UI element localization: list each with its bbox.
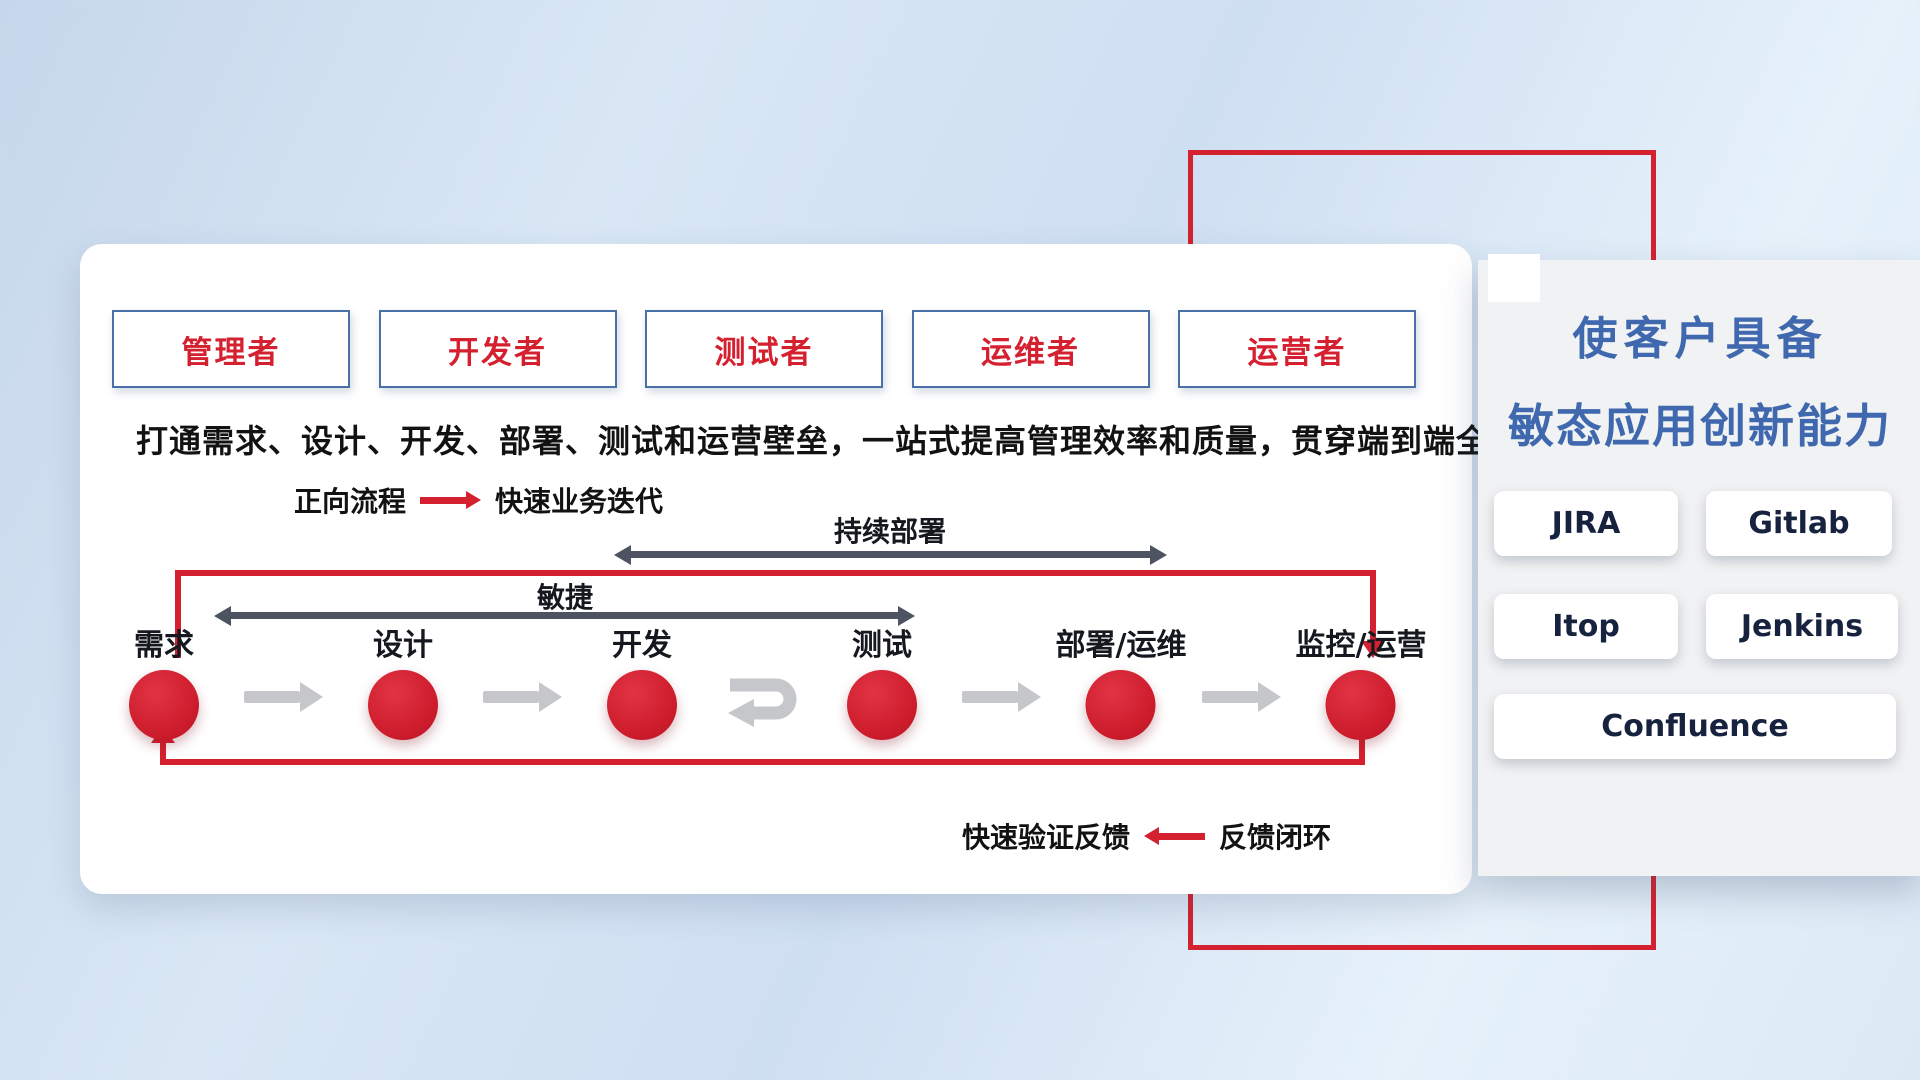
stage-label: 监控/运营: [1295, 628, 1427, 663]
loop-left-drop-line: [175, 570, 181, 658]
flow-stage-monitor-operate: 监控/运营: [1295, 620, 1427, 740]
flow-arrow-icon: [962, 691, 1018, 703]
role-box-tester: 测试者: [645, 310, 883, 388]
flow-stage-deploy-ops: 部署/运维: [1055, 620, 1187, 740]
process-subtitle: 打通需求、设计、开发、部署、测试和运营壁垒，一站式提高管理效率和质量，贯穿端到端…: [136, 422, 1556, 460]
iteration-loop-icon: [728, 678, 797, 727]
tool-jira: JIRA: [1494, 491, 1678, 556]
forward-arrow-icon: [420, 496, 467, 504]
panel-title-line1: 使客户具备: [1572, 312, 1828, 365]
flow-arrow-icon: [483, 691, 539, 703]
tool-gitlab: Gitlab: [1706, 491, 1892, 556]
stage-label: 设计: [373, 628, 433, 663]
flow-stage-requirement: 需求: [129, 620, 199, 740]
devops-process-card: 管理者 开发者 测试者 运维者 运营者 打通需求、设计、开发、部署、测试和运营壁…: [80, 244, 1554, 894]
flow-arrow-icon: [244, 691, 300, 703]
tool-itop: Itop: [1494, 594, 1678, 659]
feedback-arrow-icon: [1159, 832, 1206, 840]
tool-jenkins: Jenkins: [1706, 594, 1898, 659]
tool-confluence: Confluence: [1494, 694, 1896, 759]
loop-right-drop-line: [1370, 570, 1376, 643]
cd-span-label: 持续部署: [833, 515, 947, 548]
stage-circle: [1086, 670, 1156, 740]
legend-forward: 正向流程 快速业务迭代: [294, 480, 663, 520]
flow-arrow-icon: [1202, 691, 1258, 703]
stage-circle: [1326, 670, 1396, 740]
loop-right-rise-line: [1359, 731, 1365, 765]
loop-down-arrow-icon: [1361, 641, 1385, 658]
flow-stage-test: 测试: [847, 620, 917, 740]
stage-circle: [129, 670, 199, 740]
stage-circle: [368, 670, 438, 740]
loop-bottom-line: [160, 759, 1365, 765]
role-box-developer: 开发者: [378, 310, 617, 388]
panel-corner-decoration: [1488, 254, 1540, 302]
role-label: 运营者: [1247, 334, 1347, 371]
cd-span-arrow-icon: [631, 551, 1150, 558]
stage-label: 测试: [852, 628, 912, 663]
legend-feedback-value: 反馈闭环: [1219, 821, 1332, 854]
role-label: 开发者: [448, 334, 547, 371]
panel-title-line2: 敏态应用创新能力: [1508, 399, 1892, 453]
roles-row: 管理者 开发者 测试者 运维者 运营者: [112, 310, 1416, 388]
legend-forward-label: 正向流程: [294, 485, 407, 518]
stage-label: 需求: [134, 628, 194, 663]
role-box-manager: 管理者: [112, 310, 350, 388]
agile-span-label: 敏捷: [536, 581, 594, 614]
stage-label: 部署/运维: [1055, 628, 1187, 663]
flow-stage-design: 设计: [368, 620, 438, 740]
stage-label: 开发: [612, 628, 672, 663]
stage-circle: [847, 670, 917, 740]
role-box-ops: 运维者: [911, 310, 1150, 388]
role-label: 管理者: [181, 334, 281, 371]
role-label: 运维者: [981, 334, 1080, 371]
role-box-operator: 运营者: [1178, 310, 1416, 388]
role-label: 测试者: [714, 334, 814, 371]
legend-forward-value: 快速业务迭代: [495, 485, 664, 518]
tools-panel: 使客户具备 敏态应用创新能力 JIRA Gitlab Itop Jenkins …: [1478, 260, 1920, 876]
loop-top-line: [175, 570, 1376, 576]
agile-span-arrow-icon: [231, 612, 898, 619]
stage-circle: [607, 670, 677, 740]
legend-feedback: 快速验证反馈 反馈闭环: [962, 816, 1331, 856]
legend-feedback-label: 快速验证反馈: [962, 821, 1131, 854]
flow-stage-develop: 开发: [607, 620, 677, 740]
loop-left-rise-line: [160, 742, 166, 765]
